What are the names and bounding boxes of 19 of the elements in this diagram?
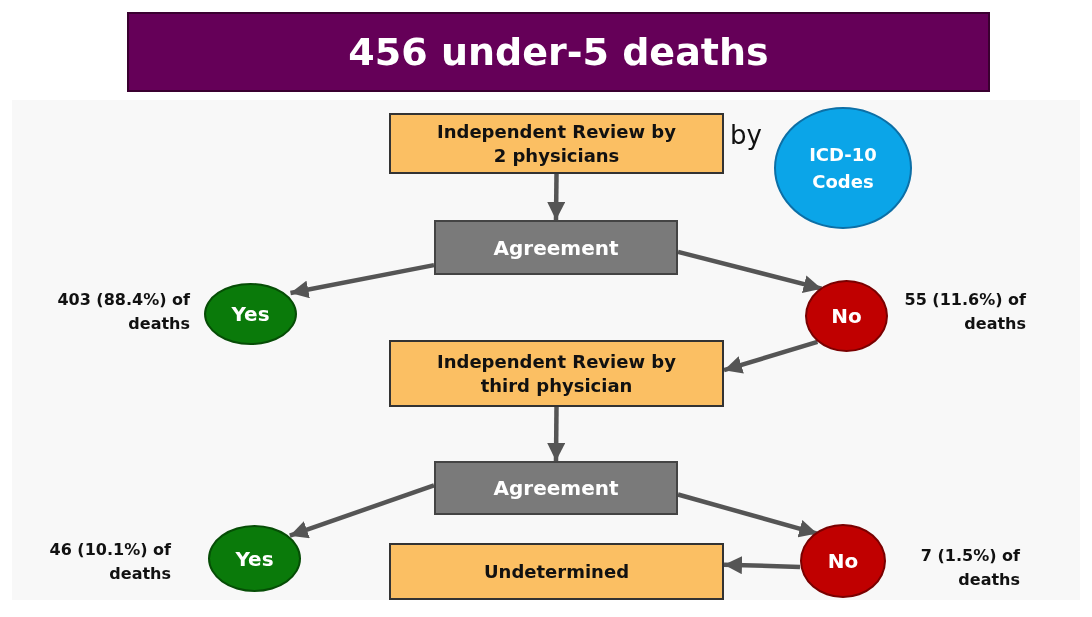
arrow bbox=[290, 262, 435, 299]
title-banner: 456 under-5 deaths bbox=[127, 12, 990, 92]
arrow bbox=[723, 556, 801, 575]
arrow bbox=[547, 406, 566, 462]
process-box: Independent Review by third physician bbox=[389, 340, 724, 407]
arrow bbox=[723, 339, 819, 374]
process-box: Independent Review by 2 physicians bbox=[389, 113, 724, 174]
process-box: Undetermined bbox=[389, 543, 724, 600]
count-annotation: 55 (11.6%) of deaths bbox=[903, 289, 1026, 335]
arrow bbox=[289, 483, 435, 539]
count-annotation: 7 (1.5%) of deaths bbox=[919, 545, 1020, 591]
decision-box: Agreement bbox=[434, 461, 678, 515]
count-annotation: 46 (10.1%) of deaths bbox=[48, 539, 171, 585]
arrow bbox=[677, 492, 818, 538]
arrow bbox=[547, 173, 566, 221]
connector-word: by bbox=[730, 122, 762, 148]
arrow bbox=[677, 249, 823, 293]
decision-box: Agreement bbox=[434, 220, 678, 275]
count-annotation: 403 (88.4%) of deaths bbox=[56, 289, 190, 335]
